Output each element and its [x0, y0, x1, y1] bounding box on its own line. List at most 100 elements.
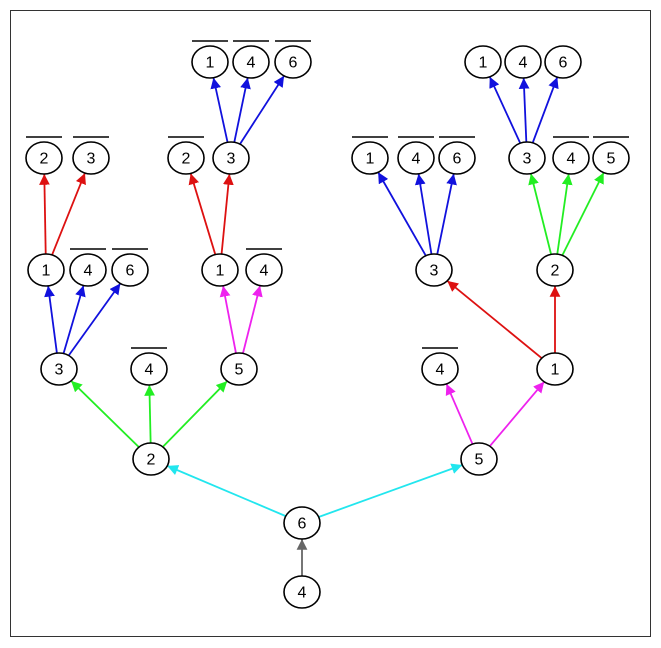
node-ellipse: [212, 141, 250, 175]
node-ellipse: [69, 253, 107, 287]
tree-node: 2: [167, 136, 205, 175]
edge-n1b-to-n3f: [220, 173, 234, 255]
tree-node: 5: [460, 442, 498, 476]
edge-n3R-to-n4g: [414, 173, 433, 255]
node-ellipse: [536, 253, 574, 287]
node-ellipse: [592, 141, 630, 175]
node-label: 6: [453, 151, 462, 168]
tree-node: 3: [508, 141, 546, 175]
node-ellipse: [220, 352, 258, 386]
node-ellipse: [438, 141, 476, 175]
node-label: 1: [479, 55, 488, 72]
tree-node: 4: [552, 136, 590, 175]
tree-node: 1: [351, 136, 389, 175]
node-label: 5: [235, 362, 244, 379]
node-label: 6: [289, 55, 298, 72]
edge-n3h-to-n4j: [518, 77, 530, 143]
tree-node: 1: [201, 253, 239, 287]
node-ellipse: [460, 442, 498, 476]
node-label: 4: [436, 362, 445, 379]
tree-node: 5: [220, 352, 258, 386]
node-ellipse: [40, 352, 78, 386]
tree-node: 2: [536, 253, 574, 287]
tree-node: 1: [27, 253, 65, 287]
node-ellipse: [544, 45, 582, 79]
edge-n5R-to-n4b: [445, 383, 474, 445]
edge-n5a-to-n4d: [242, 285, 263, 354]
node-label: 4: [298, 585, 307, 602]
node-ellipse: [111, 253, 149, 287]
tree-node: 2: [132, 442, 170, 476]
node-ellipse: [25, 141, 63, 175]
node-label: 2: [147, 452, 156, 469]
node-label: 4: [260, 263, 269, 280]
tree-node: 3: [415, 253, 453, 287]
tree-node: 6: [274, 40, 312, 79]
tree-node: 4: [397, 136, 435, 175]
edge-n1a-to-n3e: [51, 172, 86, 256]
tree-node: 1: [464, 45, 502, 79]
edge-n3h-to-n6j: [531, 76, 559, 144]
tree-node: 6: [111, 248, 149, 287]
node-label: 3: [87, 151, 96, 168]
tree-node: 4: [283, 575, 321, 609]
edges-layer: [39, 75, 605, 576]
edge-n3R-to-n6g: [436, 173, 457, 255]
tree-node: 1: [191, 40, 229, 79]
node-ellipse: [232, 45, 270, 79]
node-ellipse: [201, 253, 239, 287]
tree-node: 4: [245, 248, 283, 287]
node-ellipse: [397, 141, 435, 175]
node-label: 2: [40, 151, 49, 168]
edge-n5R-to-n1R: [489, 381, 545, 447]
edge-n3f-to-n6i: [239, 75, 285, 145]
tree-node: 4: [232, 40, 270, 79]
node-label: 1: [551, 362, 560, 379]
node-label: 4: [145, 362, 154, 379]
edge-n3a-to-n6c: [67, 282, 122, 357]
node-label: 3: [227, 151, 236, 168]
node-ellipse: [130, 352, 168, 386]
node-label: 6: [126, 263, 135, 280]
node-label: 1: [206, 55, 215, 72]
node-label: 4: [412, 151, 421, 168]
node-label: 3: [523, 151, 532, 168]
node-label: 1: [216, 263, 225, 280]
node-ellipse: [274, 45, 312, 79]
diagram-frame: [10, 10, 651, 637]
tree-node: 6: [283, 506, 321, 540]
edge-n1R-to-n3R: [446, 280, 543, 359]
edge-n3f-to-n1i: [210, 77, 229, 143]
node-label: 5: [607, 151, 616, 168]
edge-n6-to-n2L: [166, 465, 287, 517]
node-ellipse: [415, 253, 453, 287]
edge-n6-to-n5R: [318, 463, 463, 518]
node-label: 4: [567, 151, 576, 168]
edge-n2R-to-n5h: [561, 172, 605, 256]
edge-n3a-to-n4c: [62, 285, 86, 354]
node-ellipse: [72, 141, 110, 175]
edge-n2L-to-n5a: [162, 380, 228, 448]
node-ellipse: [132, 442, 170, 476]
tree-node: 3: [212, 141, 250, 175]
tree-node: 6: [544, 45, 582, 79]
edge-n3h-to-n1j: [488, 76, 522, 144]
edge-n3a-to-n1a: [44, 285, 58, 354]
node-label: 3: [430, 263, 439, 280]
node-ellipse: [167, 141, 205, 175]
node-label: 2: [551, 263, 560, 280]
tree-node: 4: [421, 347, 459, 386]
node-label: 5: [475, 452, 484, 469]
node-ellipse: [508, 141, 546, 175]
edge-n2L-to-n3a: [70, 380, 140, 448]
edge-n2R-to-n4h: [556, 173, 573, 255]
edge-n1b-to-n2f: [188, 173, 217, 255]
tree-node: 6: [438, 136, 476, 175]
tree-node: 3: [72, 136, 110, 175]
tree-node: 2: [25, 136, 63, 175]
node-label: 3: [55, 362, 64, 379]
node-ellipse: [421, 352, 459, 386]
node-ellipse: [27, 253, 65, 287]
